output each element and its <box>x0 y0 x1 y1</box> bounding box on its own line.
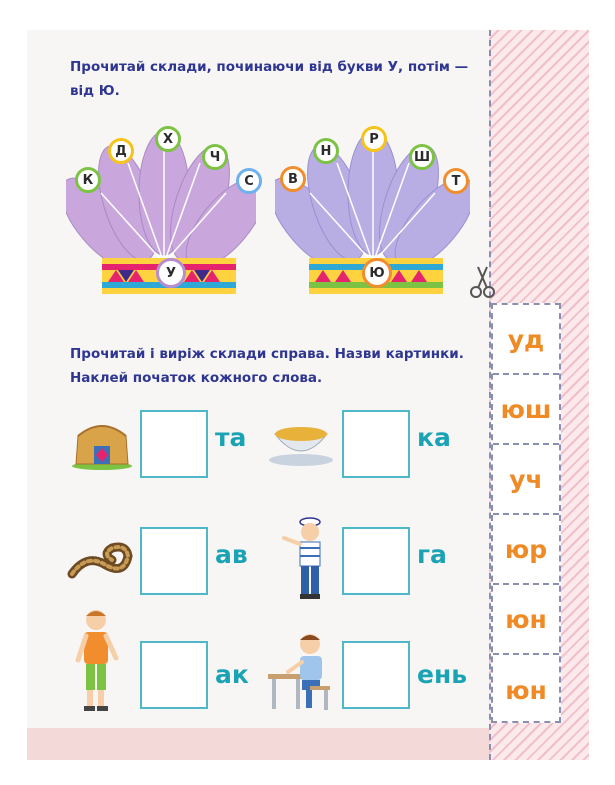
task2-instruction: Прочитай і виріж склади справа. Назви ка… <box>70 342 464 390</box>
card-yun-2[interactable]: юн <box>505 675 547 705</box>
answer-box-5[interactable] <box>140 641 208 709</box>
ending-6: ень <box>417 660 468 689</box>
student-at-desk-picture <box>268 634 330 710</box>
answer-box-3[interactable] <box>140 527 208 595</box>
walking-boy-picture <box>75 610 119 711</box>
answer-box-1[interactable] <box>140 410 208 478</box>
soup-bowl-picture <box>269 427 333 466</box>
task1-instruction: Прочитай склади, починаючи від букви У, … <box>70 55 468 103</box>
card-yun-1[interactable]: юн <box>493 585 559 655</box>
page-bottom-band <box>27 728 489 760</box>
bead-n: Н <box>313 138 339 164</box>
card-ud[interactable]: уд <box>493 305 559 375</box>
bead-d: Д <box>108 138 134 164</box>
snake-picture <box>67 542 133 579</box>
bead-u: У <box>156 258 186 288</box>
bead-ch: Ч <box>202 144 228 170</box>
ending-5: ак <box>215 660 249 689</box>
cut-line <box>489 30 491 760</box>
bead-yu: Ю <box>362 258 392 288</box>
bead-t: Т <box>443 168 469 194</box>
bead-sh: Ш <box>409 144 435 170</box>
task1-line1: Прочитай склади, починаючи від букви У, … <box>70 59 469 75</box>
scissors-icon <box>470 266 495 298</box>
card-yur[interactable]: юр <box>493 515 559 585</box>
sailor-boy-picture <box>282 517 321 599</box>
answer-box-4[interactable] <box>342 527 410 595</box>
card-uch[interactable]: уч <box>493 445 559 515</box>
bead-v: В <box>280 166 306 192</box>
card-yush[interactable]: юш <box>493 375 559 445</box>
ending-4: га <box>417 540 447 569</box>
ending-3: ав <box>215 540 248 569</box>
cutout-cards: уд юш уч юр юн юн <box>491 303 561 723</box>
answer-box-6[interactable] <box>342 641 410 709</box>
task1-line2: від Ю. <box>70 83 120 99</box>
ending-1: та <box>215 423 247 452</box>
bead-s: С <box>236 168 262 194</box>
bead-k: К <box>75 167 101 193</box>
answer-box-2[interactable] <box>342 410 410 478</box>
task2-line2: Наклей початок кожного слова. <box>70 370 323 386</box>
bead-r: Р <box>361 126 387 152</box>
ending-2: ка <box>417 423 451 452</box>
yurt-picture <box>72 425 132 470</box>
bead-kh: Х <box>155 126 181 152</box>
task2-line1: Прочитай і виріж склади справа. Назви ка… <box>70 346 464 362</box>
